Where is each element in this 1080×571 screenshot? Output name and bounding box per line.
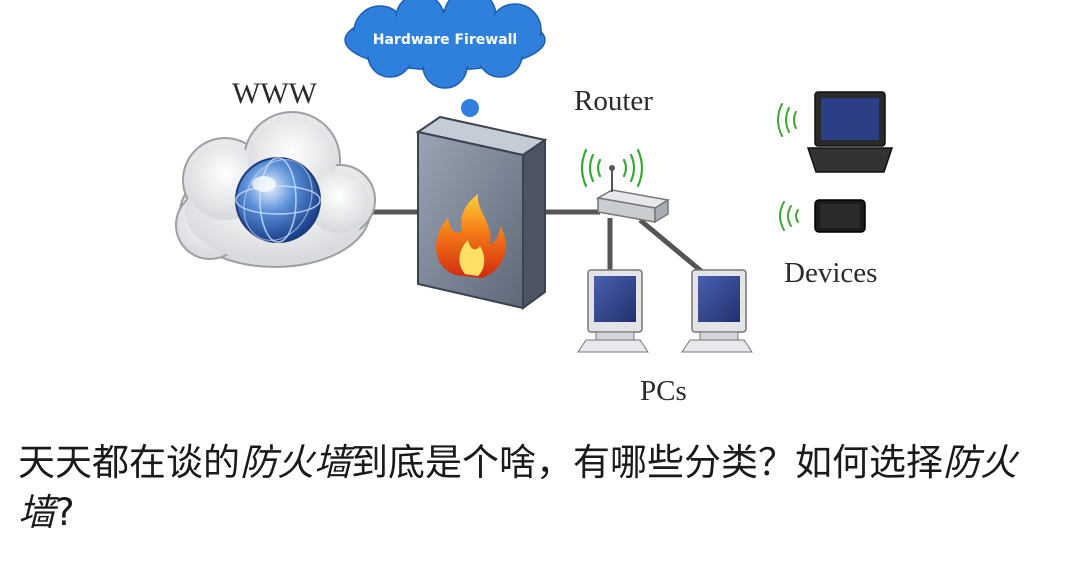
- globe-icon: [235, 157, 321, 243]
- devices-label: Devices: [784, 257, 877, 289]
- thought-cloud-fill: [349, 0, 541, 83]
- article-title: 天天都在谈的防火墙到底是个啥，有哪些分类？如何选择防火墙?: [18, 438, 1068, 538]
- title-emphasis-firewall-2: 防火墙: [18, 441, 1017, 534]
- tablet-wifi-signal-icon: [779, 201, 799, 231]
- title-emphasis-firewall: 防火墙: [240, 441, 351, 484]
- laptop-wifi-signal-icon: [777, 103, 797, 137]
- router-wifi-signal-icon: [580, 148, 644, 188]
- laptop-icon: [806, 91, 894, 173]
- network-diagram: WWW Hardware Firewall: [175, 0, 894, 407]
- pc-icon: [681, 269, 753, 353]
- title-part-3: ?: [55, 491, 75, 534]
- title-part-2: 到底是个啥，有哪些分类？如何选择: [351, 441, 943, 484]
- router-label: Router: [574, 85, 653, 117]
- www-label: WWW: [232, 77, 318, 110]
- router-icon: [595, 165, 671, 224]
- pcs-label: PCs: [640, 375, 687, 407]
- fire-icon: [436, 194, 506, 278]
- tablet-icon: [814, 199, 866, 233]
- pc-icon: [577, 269, 649, 353]
- thought-cloud-text: Hardware Firewall: [373, 32, 517, 48]
- title-part-1: 天天都在谈的: [18, 441, 240, 484]
